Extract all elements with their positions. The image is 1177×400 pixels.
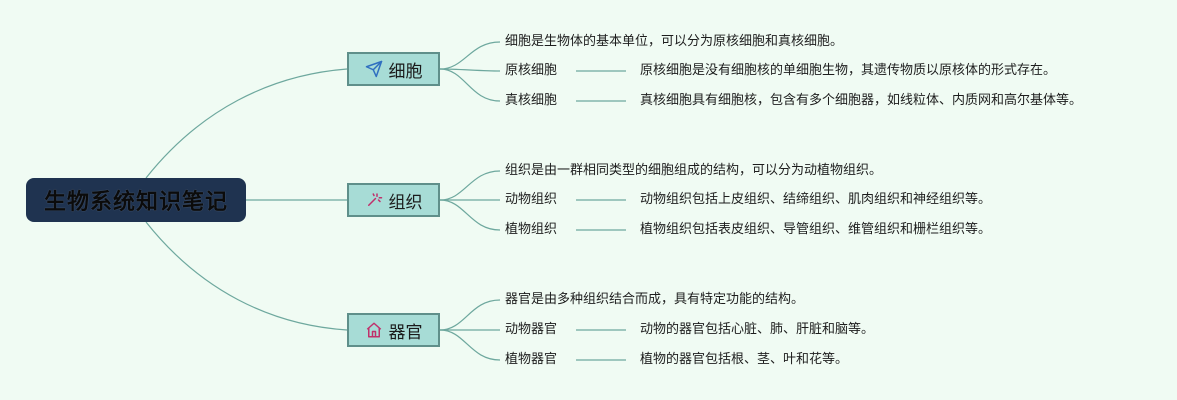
root-label: 生物系统知识笔记 xyxy=(43,190,228,215)
branch-summary: 器官是由多种组织结合而成，具有特定功能的结构。 xyxy=(505,292,805,307)
item-description: 植物组织包括表皮组织、导管组织、维管组织和栅栏组织等。 xyxy=(640,222,992,237)
branch-node-cell[interactable]: 细胞 xyxy=(347,52,440,86)
magic-wand-icon xyxy=(365,191,383,209)
link-b2-summary xyxy=(439,170,501,201)
item-term: 原核细胞 xyxy=(505,63,558,78)
link-b1-item2 xyxy=(439,68,501,102)
item-description: 动物组织包括上皮组织、结缔组织、肌肉组织和神经组织等。 xyxy=(640,192,992,207)
home-icon xyxy=(365,321,383,339)
item-description: 动物的器官包括心脏、肺、肝脏和脑等。 xyxy=(640,322,875,337)
branch-summary: 组织是由一群相同类型的细胞组成的结构，可以分为动植物组织。 xyxy=(505,163,883,178)
link-b3-summary xyxy=(439,299,501,331)
item-description: 植物的器官包括根、茎、叶和花等。 xyxy=(640,352,849,367)
item-description: 真核细胞具有细胞核，包含有多个细胞器，如线粒体、内质网和高尔基体等。 xyxy=(640,93,1083,108)
link-b2-item2 xyxy=(439,199,501,231)
branch-node-organ[interactable]: 器官 xyxy=(347,313,440,347)
paper-plane-icon xyxy=(365,60,383,78)
link-b3-item2 xyxy=(439,329,501,361)
item-term: 动物组织 xyxy=(505,192,558,207)
branch-summary: 细胞是生物体的基本单位，可以分为原核细胞和真核细胞。 xyxy=(505,34,844,49)
item-description: 原核细胞是没有细胞核的单细胞生物，其遗传物质以原核体的形式存在。 xyxy=(640,63,1057,78)
link-b1-summary xyxy=(439,41,501,70)
branch-label: 器官 xyxy=(388,322,423,343)
item-term: 植物组织 xyxy=(505,222,558,237)
link-root-branch-3 xyxy=(145,221,348,331)
root-node[interactable]: 生物系统知识笔记 xyxy=(26,178,246,222)
branch-label: 组织 xyxy=(388,192,423,213)
branch-node-tissue[interactable]: 组织 xyxy=(347,183,440,217)
item-term: 植物器官 xyxy=(505,352,558,367)
item-term: 动物器官 xyxy=(505,322,558,337)
branch-label: 细胞 xyxy=(388,61,423,82)
link-root-branch-1 xyxy=(145,68,348,179)
item-term: 真核细胞 xyxy=(505,93,558,108)
